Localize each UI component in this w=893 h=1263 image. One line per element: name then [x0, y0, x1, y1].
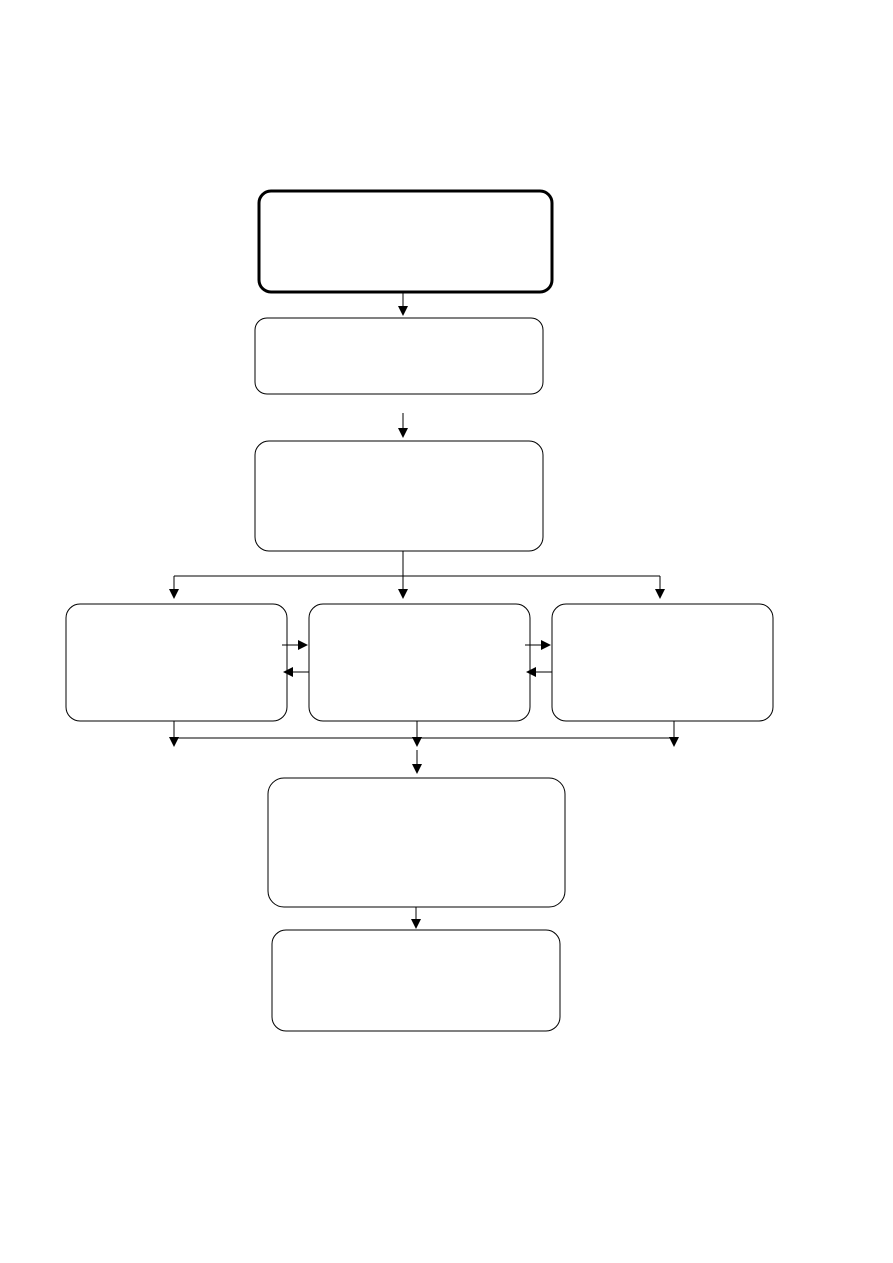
- branch-center-box: [308, 603, 531, 722]
- merge-box: [267, 777, 566, 908]
- end-box: [271, 929, 561, 1032]
- flowchart-nodes: [65, 189, 774, 1032]
- start-box: [257, 189, 554, 294]
- step-2-box: [254, 317, 544, 395]
- branch-right-box: [551, 603, 774, 722]
- flowchart-edges: [169, 293, 679, 929]
- step-3-box: [254, 440, 544, 552]
- branch-left-box: [65, 603, 288, 722]
